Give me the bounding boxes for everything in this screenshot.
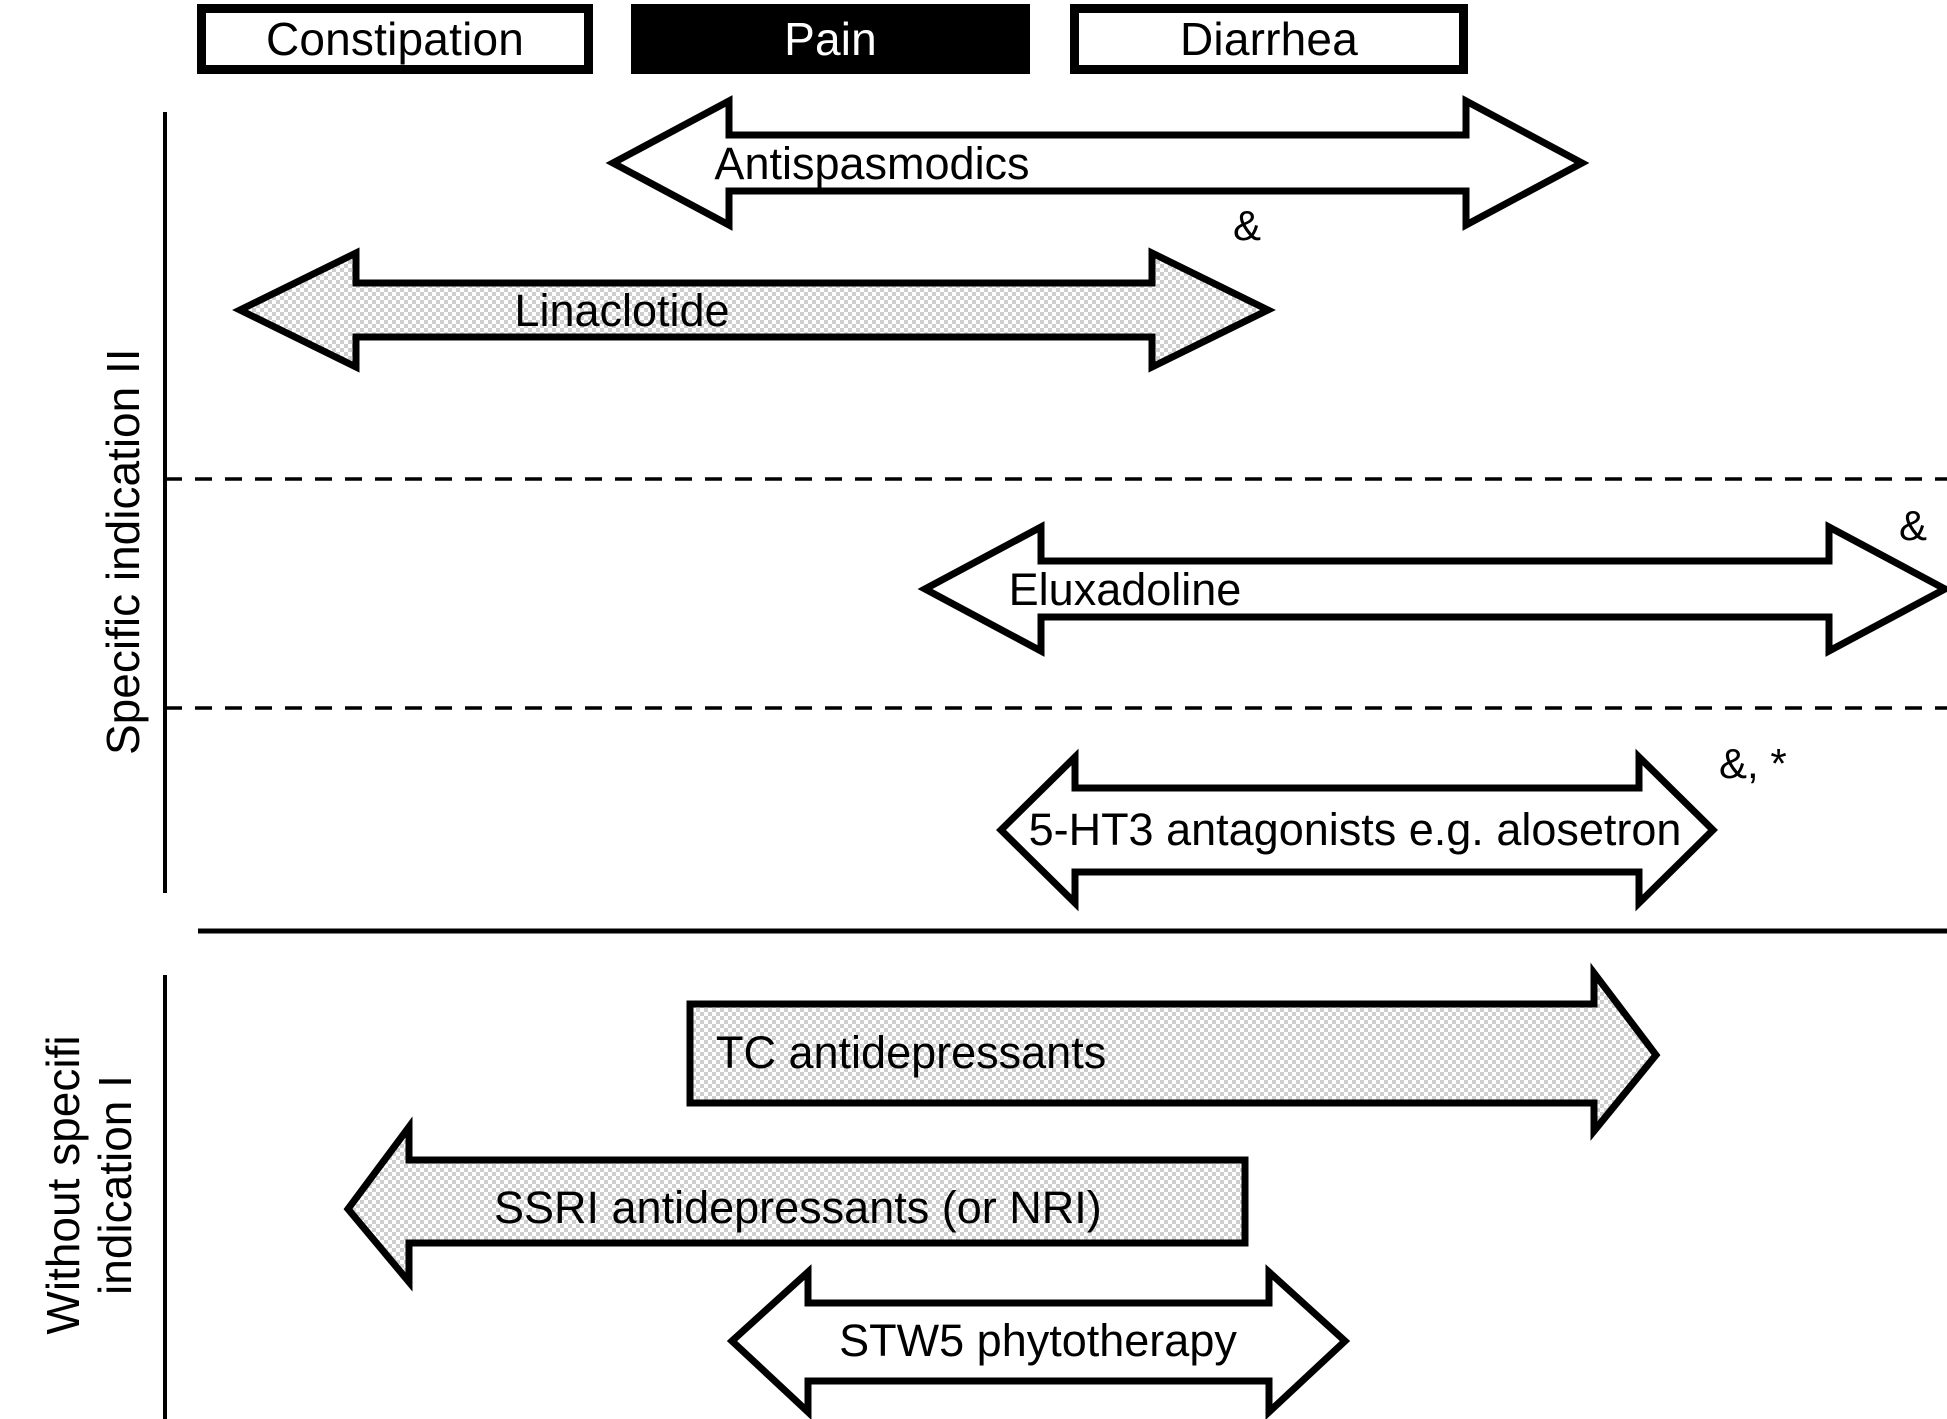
marker-5ht3-antagonists: &, * xyxy=(1719,740,1787,787)
label-tc-antidepressants: TC antidepressants xyxy=(716,1027,1107,1078)
header-label-diarrhea: Diarrhea xyxy=(1179,13,1358,65)
axis-label-without-specific-indication: Without specifi indication I xyxy=(37,1000,141,1370)
arrow-linaclotide xyxy=(232,247,1276,373)
axis-label-without-specific-line1: Without specifi xyxy=(37,1035,89,1335)
axis-label-specific-indication: Specific indication II xyxy=(97,348,149,755)
header-label-constipation: Constipation xyxy=(265,13,525,65)
arrow-eluxadoline xyxy=(917,521,1947,657)
arrow-5ht3-antagonists xyxy=(996,748,1718,912)
label-linaclotide: Linaclotide xyxy=(514,285,730,336)
arrow-antispasmodics xyxy=(605,95,1590,231)
marker-eluxadoline: & xyxy=(1899,502,1928,549)
axis-label-without-specific-line2: indication I xyxy=(88,1075,141,1295)
label-ssri-antidepressants: SSRI antidepressants (or NRI) xyxy=(494,1182,1102,1233)
label-antispasmodics: Antispasmodics xyxy=(714,138,1030,189)
label-5ht3-antagonists: 5-HT3 antagonists e.g. alosetron xyxy=(1028,804,1682,855)
header-column-pain[interactable]: Pain xyxy=(631,4,1030,74)
arrow-tc-antidepressants xyxy=(686,962,1661,1141)
arrow-stw5-phytotherapy xyxy=(726,1264,1351,1419)
marker-linaclotide: & xyxy=(1233,202,1262,249)
header-column-constipation[interactable]: Constipation xyxy=(197,4,593,74)
label-stw5-phytotherapy: STW5 phytotherapy xyxy=(839,1315,1237,1366)
header-label-pain: Pain xyxy=(784,13,877,65)
label-eluxadoline: Eluxadoline xyxy=(1008,564,1242,615)
header-column-diarrhea[interactable]: Diarrhea xyxy=(1070,4,1468,74)
arrow-ssri-antidepressants xyxy=(343,1116,1249,1292)
